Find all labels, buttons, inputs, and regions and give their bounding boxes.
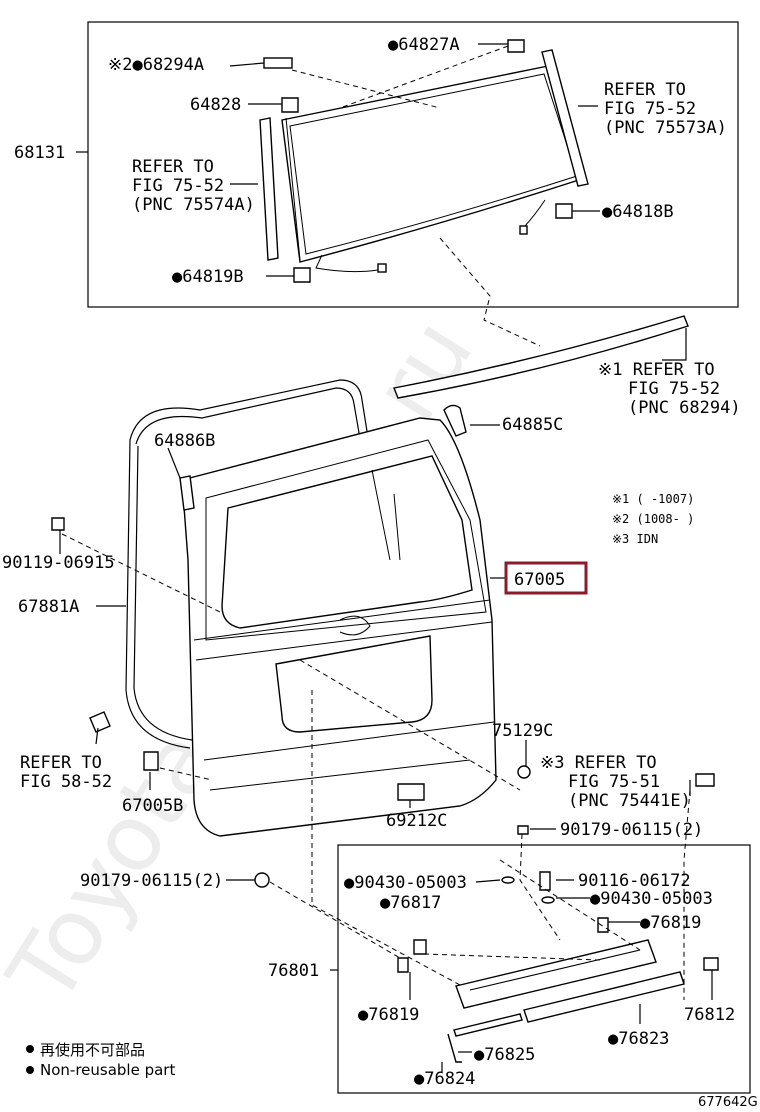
label-ref3-line3: (PNC 68294): [628, 398, 741, 418]
back-door-panel-67005: [181, 417, 497, 837]
clip-76819b: [597, 917, 609, 933]
garnish-76801: [455, 939, 685, 1023]
glass-group-box: [87, 21, 739, 308]
label-76817: ●76817: [380, 893, 441, 913]
legend-bullet-en: [26, 1066, 34, 1074]
clip-76819a: [397, 957, 409, 973]
label-90179-06115-right: 90179-06115(2): [560, 820, 703, 840]
note-1: ※1 ( -1007): [612, 492, 694, 506]
label-64886B: 64886B: [154, 431, 215, 451]
label-90179-06115-left: 90179-06115(2): [80, 871, 223, 891]
legend-nonreusable-en: Non-reusable part: [40, 1061, 175, 1079]
label-69212C: 69212C: [386, 811, 447, 831]
label-76812: 76812: [684, 1005, 735, 1025]
label-ref3-line2: FIG 75-52: [628, 379, 720, 399]
label-ref4-line2: FIG 58-52: [20, 772, 112, 792]
label-68131: 68131: [14, 143, 65, 163]
label-64827A: ●64827A: [388, 35, 460, 55]
clip-64819B: [293, 267, 311, 283]
label-ref3-line1: ※1 REFER TO: [598, 360, 715, 380]
label-64818B: ●64818B: [602, 202, 674, 222]
clip-64818B: [555, 203, 573, 219]
legend-nonreusable-jp: 再使用不可部品: [40, 1041, 145, 1059]
label-90430-05003-b: ●90430-05003: [590, 889, 713, 909]
label-90116-06172: 90116-06172: [578, 871, 691, 891]
label-64819B: ●64819B: [172, 267, 244, 287]
lamp-69212C: [397, 783, 425, 801]
label-67005[interactable]: 67005: [514, 570, 565, 590]
label-ref2-line1: REFER TO: [604, 80, 686, 100]
bracket-75441E: [695, 773, 715, 787]
label-90119-06915: 90119-06915: [2, 553, 115, 573]
legend-bullet-jp: [26, 1045, 34, 1053]
clip-68294A: [263, 57, 293, 69]
label-ref5-line2: FIG 75-51: [568, 772, 660, 792]
glass-moulding-right: [541, 49, 589, 187]
label-ref5-line1: ※3 REFER TO: [540, 753, 657, 773]
clip-76812: [703, 957, 719, 971]
pad-ref-58-52: [89, 711, 111, 733]
spoiler-strip: [393, 315, 689, 399]
clip-64827A: [507, 39, 525, 53]
clip-64828: [281, 97, 299, 113]
note-2: ※2 (1008- ): [612, 512, 694, 526]
clip-90179a: [254, 872, 270, 888]
plug-75129C: [517, 765, 531, 779]
label-76824: ●76824: [414, 1069, 475, 1089]
label-ref1-line1: REFER TO: [132, 157, 214, 177]
note-3: ※3 IDN: [612, 532, 658, 546]
label-ref2-line2: FIG 75-52: [604, 99, 696, 119]
label-ref1-line2: FIG 75-52: [132, 176, 224, 196]
label-76819-a: ●76819: [640, 913, 701, 933]
label-67005B: 67005B: [122, 796, 183, 816]
garnish-76825: [453, 1013, 523, 1037]
stay-64885C: [443, 404, 467, 437]
screw-90116: [539, 871, 551, 891]
label-76823: ●76823: [608, 1029, 669, 1049]
label-ref5-line3: (PNC 75441E): [568, 791, 691, 811]
label-64828: 64828: [190, 95, 241, 115]
label-90430-05003-a: ●90430-05003: [344, 873, 467, 893]
cushion-67005B: [143, 751, 159, 771]
label-76825: ●76825: [474, 1045, 535, 1065]
glass-wire: [315, 199, 546, 273]
label-76819-b: ●76819: [358, 1005, 419, 1025]
figure-code: 677642G: [698, 1095, 758, 1110]
label-ref4-line1: REFER TO: [20, 753, 102, 773]
nut-90430b: [541, 896, 555, 904]
rod-76824: [447, 1033, 462, 1063]
nut-90430a: [501, 876, 515, 884]
clip-90179b: [517, 825, 529, 835]
label-ref1-line3: (PNC 75574A): [132, 195, 255, 215]
weatherstrip-67881A: [125, 379, 371, 749]
stay-64886B: [179, 475, 195, 511]
label-76801: 76801: [268, 961, 319, 981]
garnish-group-box: [337, 844, 751, 1094]
highlight-67005[interactable]: [504, 561, 588, 595]
clip-76817: [413, 939, 427, 955]
label-ref2-line3: (PNC 75573A): [604, 118, 727, 138]
back-glass: [281, 65, 586, 263]
glass-moulding-left: [259, 117, 279, 261]
label-75129C: 75129C: [492, 721, 553, 741]
label-64885C: 64885C: [502, 415, 563, 435]
label-68294A: ※2●68294A: [108, 55, 204, 75]
label-67881A: 67881A: [18, 597, 79, 617]
bolt-90119: [51, 517, 65, 531]
